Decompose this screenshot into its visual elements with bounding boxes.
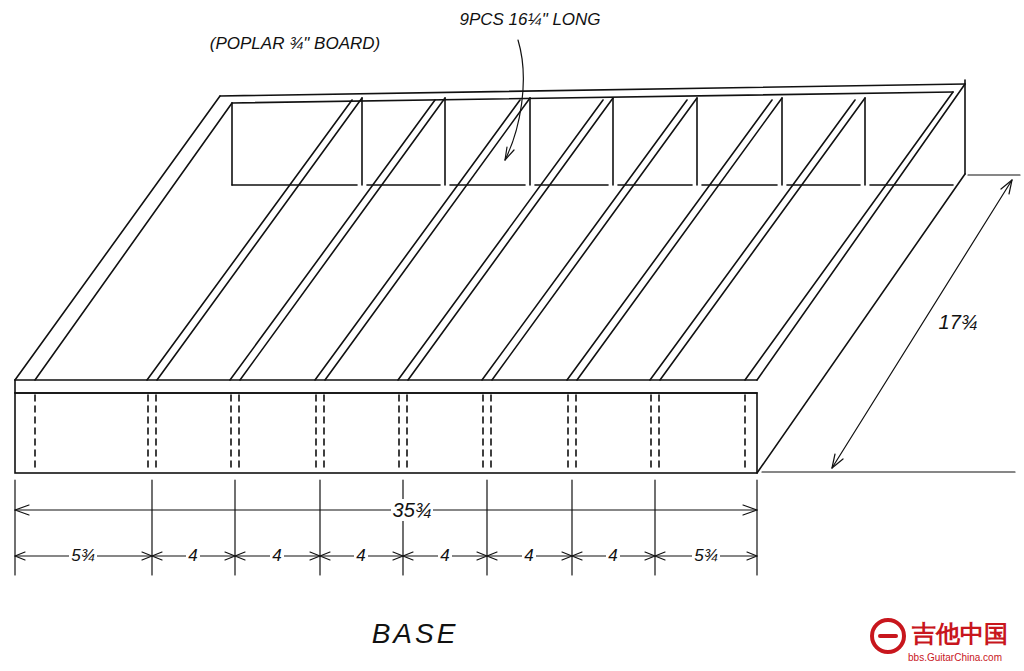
drawn-line [319, 480, 320, 575]
drawn-line [450, 184, 525, 186]
callout-note: 9PCS 16¼" LONG [459, 11, 600, 30]
drawn-line [155, 395, 157, 471]
drawn-line [325, 98, 530, 380]
drawn-line [361, 98, 363, 185]
drawn-line [492, 98, 697, 380]
drawn-line [744, 395, 746, 471]
drawn-line [367, 184, 440, 186]
drawn-line [147, 100, 352, 380]
drawn-line [486, 480, 487, 575]
watermark: bbs.GuitarChina.com [908, 652, 1002, 663]
drawn-line [571, 480, 572, 575]
drawn-line [230, 100, 435, 380]
dimension-arrow [747, 552, 757, 560]
drawn-line [535, 184, 608, 186]
drawn-line [567, 395, 569, 471]
drawn-line [234, 480, 235, 575]
drawn-line [575, 395, 577, 471]
drawn-line [702, 184, 777, 186]
drawn-line [232, 184, 357, 186]
watermark: 吉他中国 [912, 621, 1008, 647]
dimension-label: 4 [186, 547, 199, 566]
dimension-label: 35¾ [391, 499, 434, 521]
drawn-line [781, 98, 783, 185]
drawn-line [408, 98, 613, 380]
drawn-line [402, 480, 403, 575]
drawn-line [406, 395, 408, 471]
drawn-line [612, 98, 614, 185]
drawn-line [529, 98, 531, 185]
drawn-line [315, 100, 520, 380]
drawn-line [147, 395, 149, 471]
drawn-line [870, 184, 953, 186]
drawn-line [444, 98, 446, 185]
dimension-arrow [477, 552, 497, 560]
drawn-line [650, 395, 652, 471]
drawn-line [157, 98, 362, 380]
drawn-line [787, 184, 860, 186]
dimension-label: 4 [522, 547, 535, 566]
dimension-label: 5¾ [69, 547, 97, 566]
dimension-arrow [645, 552, 665, 560]
drawn-line [230, 395, 232, 471]
drawn-line [151, 480, 152, 575]
drawn-line [240, 98, 445, 380]
dimension-label: 4 [270, 547, 283, 566]
drawn-line [654, 480, 655, 575]
drawn-line [660, 98, 865, 380]
drawn-line [238, 395, 240, 471]
dimension-label: 17¾ [939, 311, 978, 333]
dimension-arrow [310, 552, 330, 560]
caption: BASE [372, 619, 459, 650]
dimension-arrow [142, 552, 162, 560]
drawn-line [567, 100, 772, 380]
dimension-label: 4 [354, 547, 367, 566]
dimension-label: 4 [606, 547, 619, 566]
dimension-label: 5¾ [692, 547, 720, 566]
material-note: (POPLAR ¾" BOARD) [210, 35, 380, 54]
drawn-line [577, 98, 782, 380]
drawn-line [864, 98, 866, 185]
dimension-label: 4 [438, 547, 451, 566]
drawn-line [658, 395, 660, 471]
drawn-line [315, 395, 317, 471]
dimension-arrow [562, 552, 582, 560]
drawn-line [323, 395, 325, 471]
drawn-line [618, 184, 692, 186]
drawn-line [482, 395, 484, 471]
dimension-arrow [225, 552, 245, 560]
drawn-line [398, 100, 603, 380]
dimension-arrow [393, 552, 413, 560]
drawn-line [490, 395, 492, 471]
drawn-line [696, 98, 698, 185]
drawn-line [398, 395, 400, 471]
dimension-arrow [15, 552, 25, 560]
drawn-line [650, 100, 855, 380]
drawn-line [34, 395, 36, 471]
